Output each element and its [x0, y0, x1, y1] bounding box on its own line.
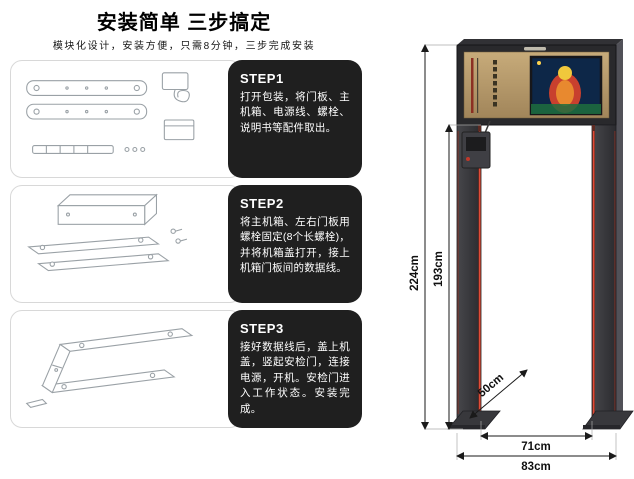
- right-led-strip: [593, 131, 595, 414]
- step-1-block: STEP1 打开包装，将门板、主机箱、电源线、螺栓、说明书等配件取出。: [10, 60, 362, 178]
- step3-text-panel: STEP3 接好数据线后，盖上机盖，竖起安检门，连接电源，开机。安检门进入工作状…: [228, 310, 362, 428]
- bolts-drawing: [170, 228, 188, 244]
- step2-description: 将主机箱、左右门板用螺栓固定(8个长螺栓)，并将机箱盖打开，接上机箱门板间的数据…: [240, 216, 350, 275]
- steps-list: STEP1 打开包装，将门板、主机箱、电源线、螺栓、说明书等配件取出。: [10, 60, 362, 428]
- controller-led: [466, 157, 470, 161]
- step3-label: STEP3: [240, 321, 284, 336]
- left-foot-front: [448, 425, 485, 429]
- mainbox-and-panels-drawing: [27, 193, 188, 272]
- trim-line: [477, 58, 479, 113]
- left-outer-red-edge: [457, 131, 459, 414]
- step1-parts-drawing: [26, 72, 195, 154]
- step-3-block: STEP3 接好数据线后，盖上机盖，竖起安检门，连接电源，开机。安检门进入工作状…: [10, 310, 362, 428]
- antenna: [484, 120, 491, 134]
- power-cable-drawing: [173, 89, 190, 103]
- gate-figure: 224cm 193cm 50cm 71cm 83cm: [393, 33, 634, 479]
- page-title: 安装简单 三步搞定: [96, 12, 272, 34]
- step1-description: 打开包装，将门板、主机箱、电源线、螺栓、说明书等配件取出。: [240, 91, 350, 134]
- step3-description: 接好数据线后，盖上机盖，竖起安检门，连接电源，开机。安检门进入工作状态。安装完成…: [240, 341, 350, 415]
- step2-assembly-drawing: [27, 193, 188, 272]
- step-2-block: STEP2 将主机箱、左右门板用螺栓固定(8个长螺栓)，并将机箱盖打开，接上机箱…: [10, 185, 362, 303]
- right-foot-front: [583, 425, 620, 429]
- dim-label-inner-height: 193cm: [433, 251, 445, 287]
- right-outer-red-edge: [614, 131, 616, 414]
- step1-illustration: [10, 60, 242, 178]
- step3-assembled-frame-drawing: [25, 328, 194, 408]
- step2-text-panel: STEP2 将主机箱、左右门板用螺栓固定(8个长螺栓)，并将机箱盖打开，接上机箱…: [228, 185, 362, 303]
- page-subtitle: 模块化设计，安装方便，只需8分钟，三步完成安装: [52, 41, 316, 52]
- main-box-drawing: [163, 119, 195, 141]
- manual-bar-drawing: [32, 145, 114, 154]
- gate-right-pillar: [591, 124, 617, 421]
- bracket-drawing: [25, 398, 48, 408]
- step1-text-panel: STEP1 打开包装，将门板、主机箱、电源线、螺栓、说明书等配件取出。: [228, 60, 362, 178]
- dim-label-outer-width: 83cm: [521, 461, 550, 473]
- security-gate-drawing: 224cm 193cm 50cm 71cm 83cm: [409, 39, 634, 473]
- dim-label-total-height: 224cm: [409, 255, 421, 291]
- brand-logo-mark: [524, 47, 546, 51]
- gate-top-side-face: [457, 39, 623, 45]
- dim-label-inner-width: 71cm: [521, 441, 550, 453]
- step2-illustration: [10, 185, 242, 303]
- thermal-image: [531, 61, 601, 114]
- red-trim-strip: [471, 58, 474, 113]
- controller-screen: [466, 137, 486, 151]
- assembled-gate-frame-drawing: [25, 328, 194, 408]
- step3-illustration: [10, 310, 242, 428]
- dim-line-base-depth: [469, 369, 528, 419]
- step1-label: STEP1: [240, 71, 284, 86]
- step2-label: STEP2: [240, 196, 284, 211]
- vertical-text-marks: [493, 60, 497, 107]
- door-panels-and-accessories-drawing: [26, 72, 195, 154]
- gate-left-pillar: [456, 124, 482, 421]
- gate-right-side-face: [616, 39, 623, 420]
- left-led-strip: [479, 131, 481, 414]
- power-adapter-drawing: [161, 72, 189, 91]
